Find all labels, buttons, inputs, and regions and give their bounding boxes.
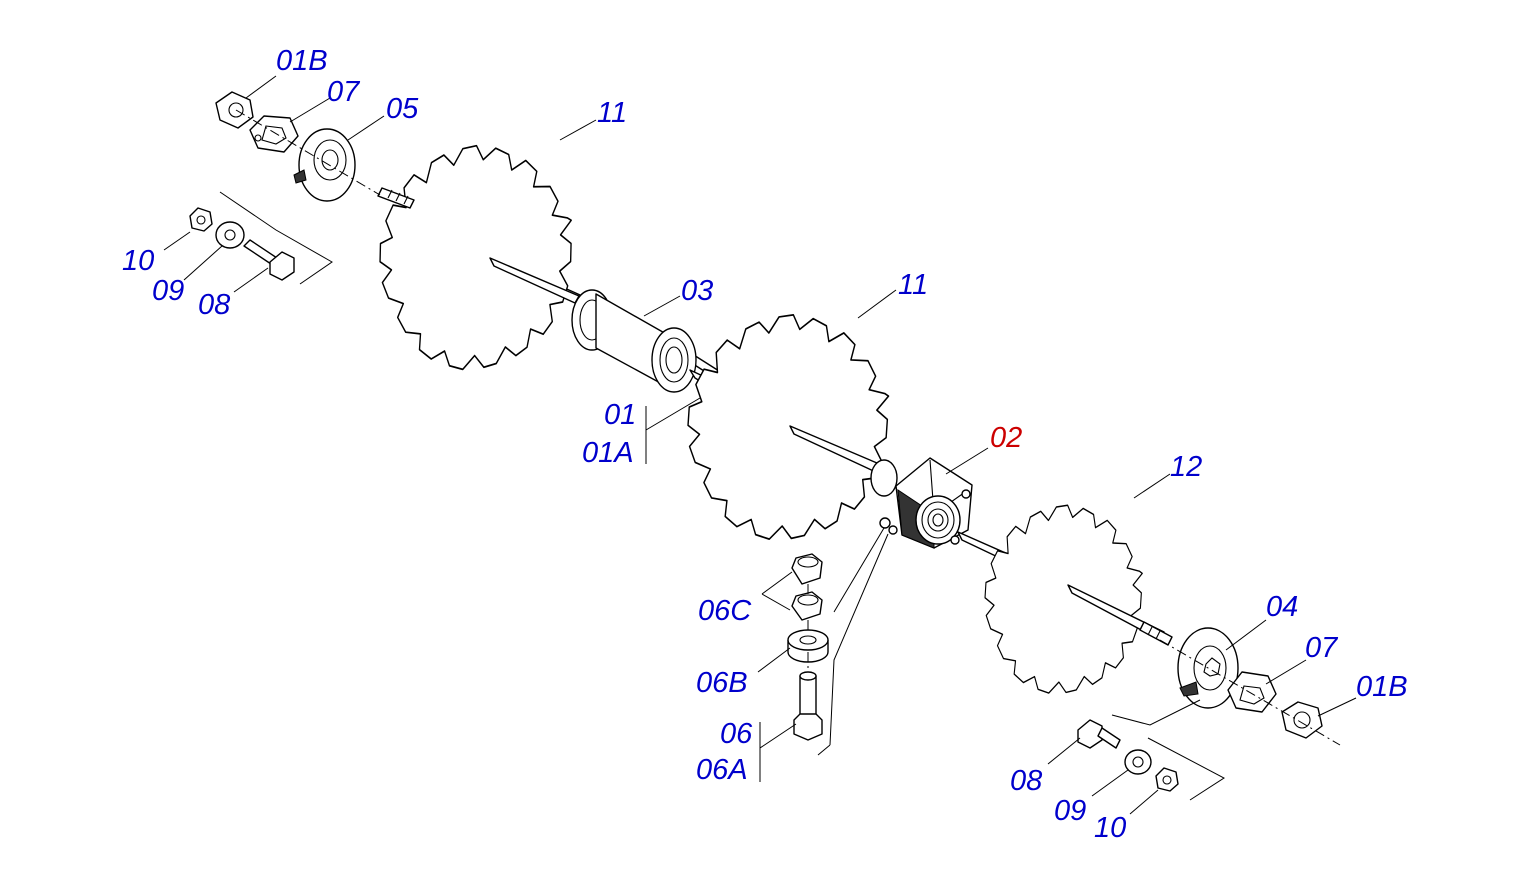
label-09-bottom: 09 (1054, 795, 1086, 827)
small-nut-top (189, 207, 213, 232)
label-09-top: 09 (152, 275, 184, 307)
label-01: 01 (604, 399, 636, 431)
label-01b-top: 01B (276, 45, 328, 77)
leader-06-housing (817, 527, 889, 756)
label-07-bottom: 07 (1305, 632, 1339, 664)
label-01b-bottom: 01B (1356, 671, 1408, 703)
label-02: 02 (990, 422, 1022, 454)
bolt-top (243, 239, 295, 281)
serrated-disc-lower (968, 482, 1162, 715)
label-06a: 06A (696, 754, 748, 786)
label-08-top: 08 (198, 289, 230, 321)
hex-nut-top (215, 91, 254, 129)
label-06b: 06B (696, 667, 748, 699)
label-07-top: 07 (327, 76, 361, 108)
part-labels: 01B 07 05 11 10 09 08 03 11 01 01A 02 12… (122, 45, 1408, 844)
label-11-top: 11 (597, 97, 627, 129)
label-08-bottom: 08 (1010, 765, 1042, 797)
bracket-lines-top (219, 191, 333, 285)
bracket-lines-bottom (1111, 699, 1225, 801)
nut-06c-upper (791, 553, 823, 585)
axis-line-top (235, 109, 381, 196)
label-05: 05 (386, 93, 419, 125)
spacer-tube (571, 289, 697, 393)
lock-plate-bottom (1227, 671, 1277, 713)
small-nut-bottom (1155, 767, 1179, 792)
end-washer-05 (293, 128, 356, 202)
label-10-top: 10 (122, 245, 154, 277)
bearing-housing (870, 457, 973, 549)
washer-bottom (1124, 749, 1152, 775)
label-01a: 01A (582, 437, 634, 469)
label-10-bottom: 10 (1094, 812, 1126, 844)
label-04: 04 (1266, 591, 1298, 623)
bolt-06 (793, 671, 823, 741)
nut-06c-lower (791, 591, 823, 621)
axis-line-bottom (1159, 639, 1341, 746)
label-06c: 06C (698, 595, 752, 627)
label-06: 06 (720, 718, 753, 750)
bolt-bottom (1077, 719, 1121, 749)
label-11-middle: 11 (898, 269, 928, 301)
label-03: 03 (681, 275, 713, 307)
washer-top (215, 221, 245, 249)
serrated-disc-upper (357, 113, 599, 399)
lock-plate-top (249, 115, 299, 153)
hex-nut-bottom (1281, 701, 1323, 739)
label-12: 12 (1170, 451, 1202, 483)
leader-lines (163, 75, 1357, 815)
